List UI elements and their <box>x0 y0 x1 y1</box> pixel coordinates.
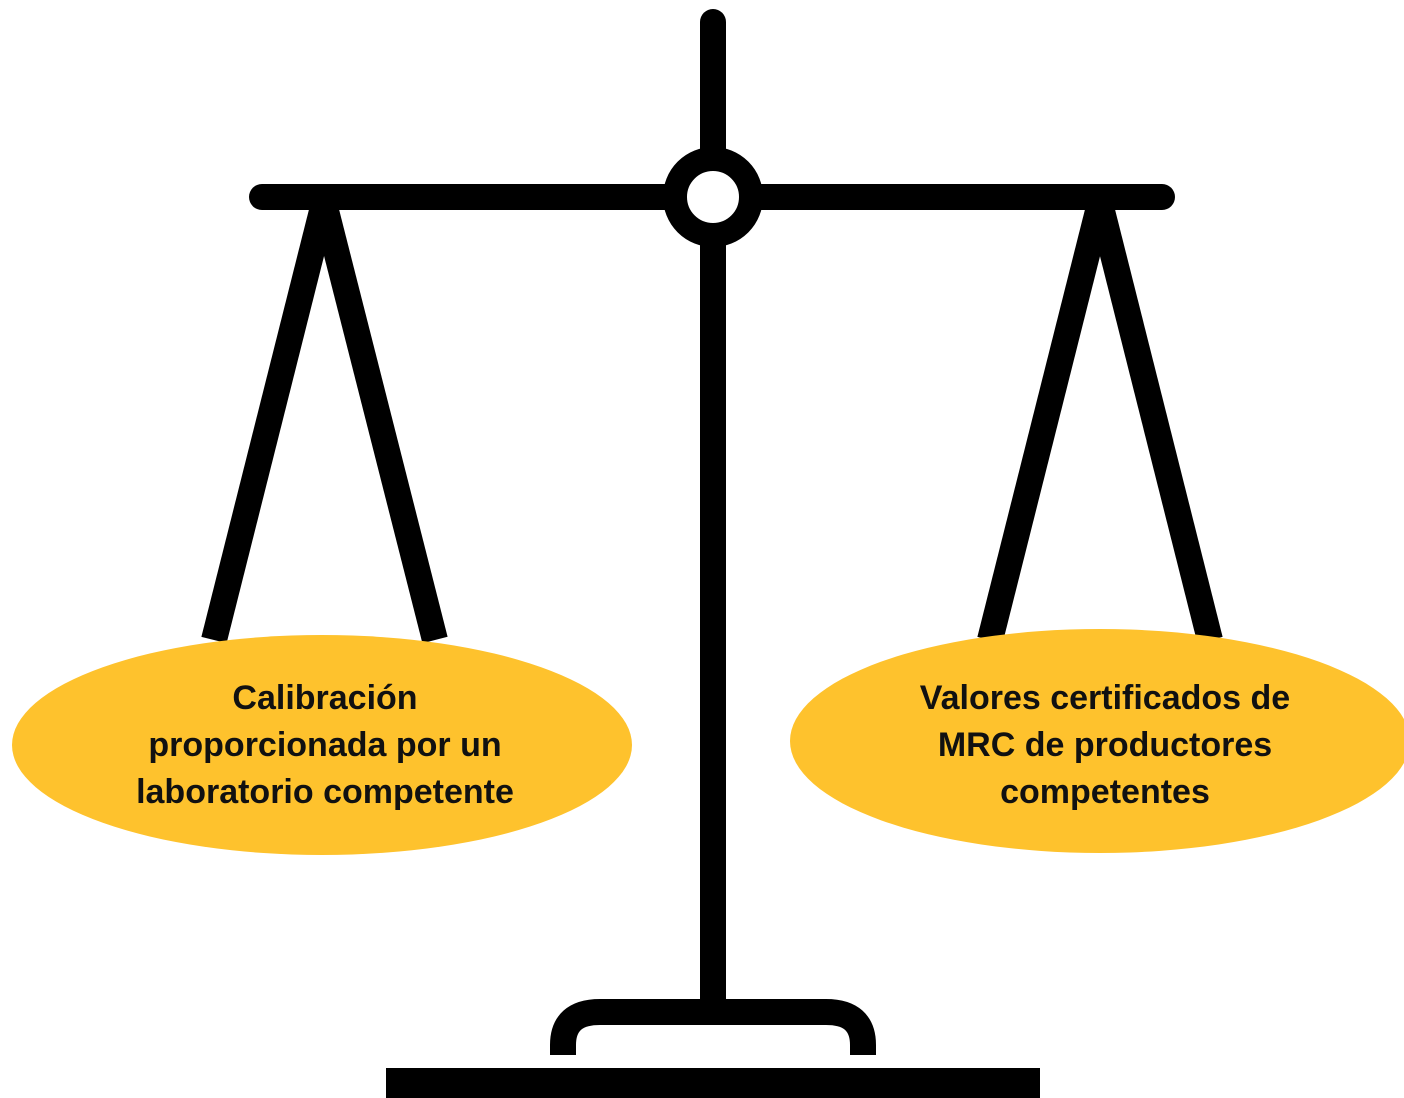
left-pan-string-inner <box>311 199 448 644</box>
right-pan <box>790 629 1404 853</box>
scale-base <box>386 1068 1040 1098</box>
left-pan-label-line: laboratorio competente <box>136 772 514 811</box>
left-pan <box>12 635 632 855</box>
left-pan-string-outer <box>201 199 337 644</box>
left-pan-label: Calibración proporcionada por un laborat… <box>20 640 630 850</box>
right-pan-label-line: competentes <box>1000 772 1210 811</box>
right-pan-label-line: Valores certificados de <box>919 678 1291 717</box>
left-pan-label-line: Calibración <box>232 678 418 717</box>
scale-pivot <box>663 147 763 247</box>
scale-foot-arch <box>550 999 876 1055</box>
right-pan-label-line: MRC de productores <box>937 725 1273 764</box>
right-pan-string-inner <box>1087 199 1223 644</box>
right-pan-label: Valores certificados de MRC de productor… <box>795 640 1404 850</box>
right-pan-string-outer <box>977 199 1113 644</box>
left-pan-label-line: proporcionada por un <box>148 725 502 764</box>
